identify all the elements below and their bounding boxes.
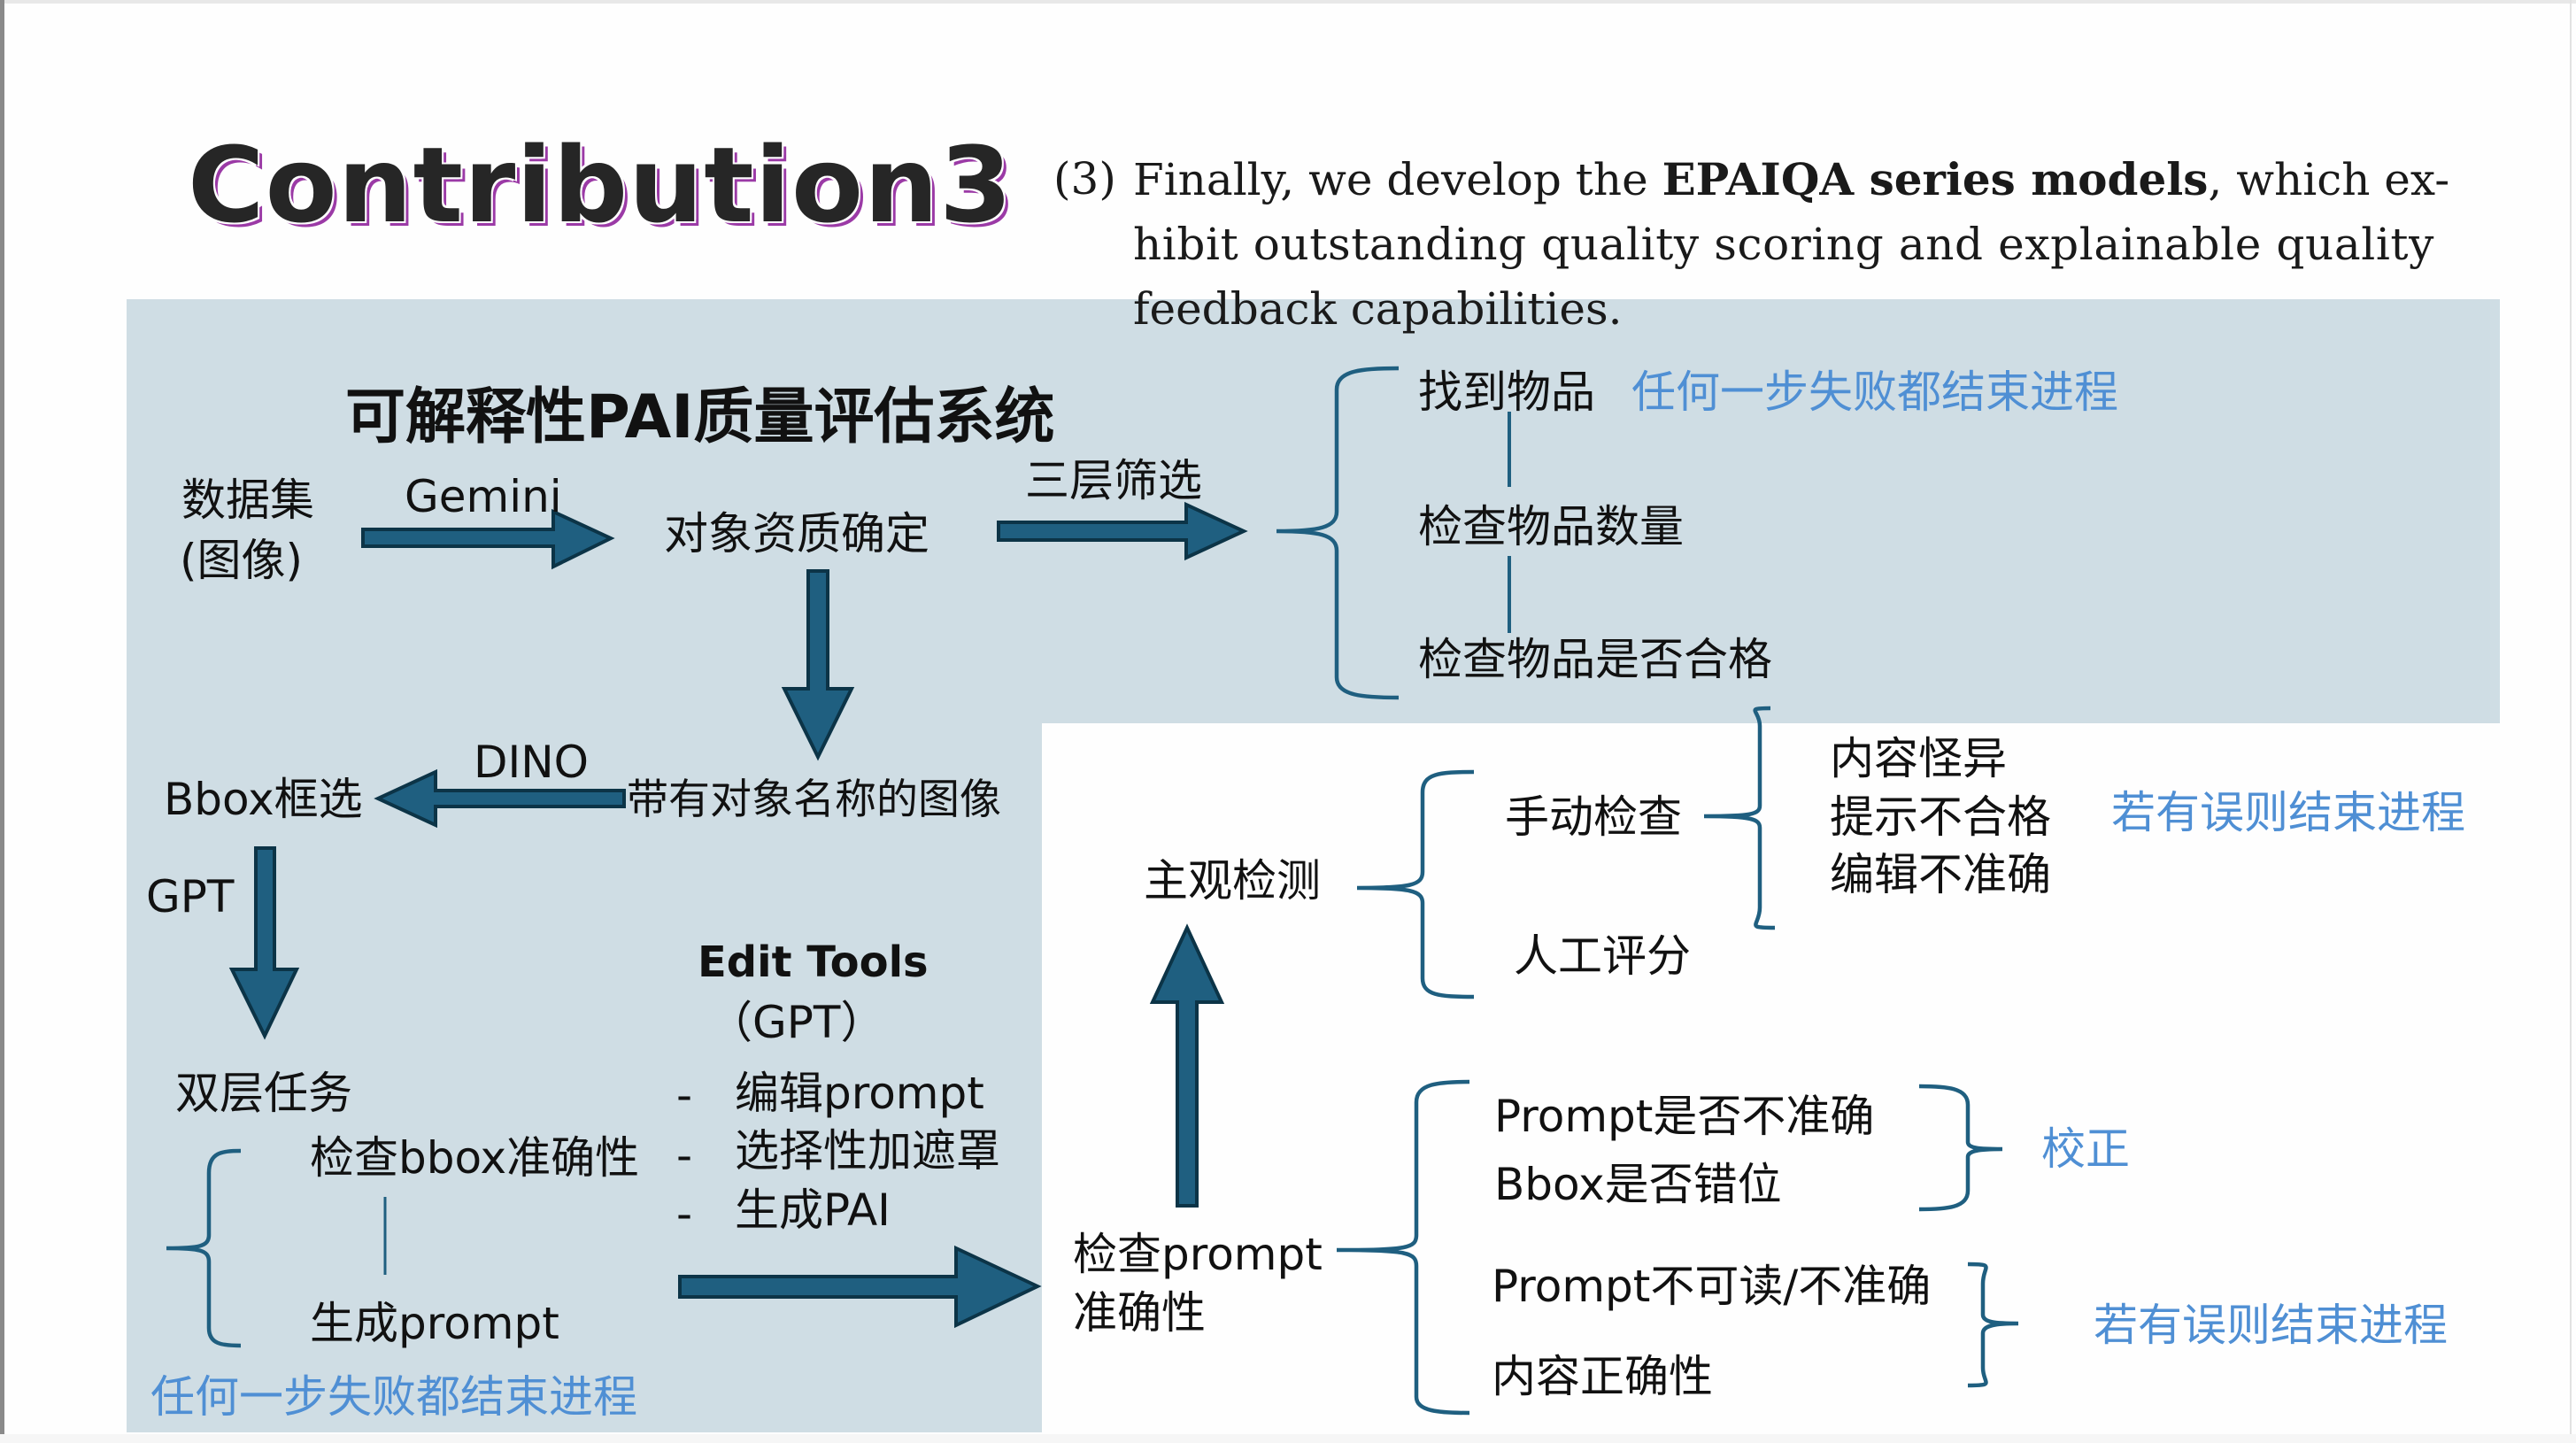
paragraph-number: (3) (1053, 153, 1116, 204)
brace-dual-task (166, 1148, 242, 1348)
image-with-names-node: 带有对象名称的图像 (627, 776, 1001, 824)
window-bottom-border (0, 1434, 2576, 1443)
filter-note: 任何一步失败都结束进程 (1631, 367, 2118, 418)
paragraph-text: , which ex- (2208, 154, 2450, 205)
gemini-label: Gemini (405, 471, 562, 522)
brace-manual-check (1703, 706, 1776, 930)
edit-tools-subtitle: （GPT） (708, 997, 885, 1048)
arrow-to-check-prompt (678, 1245, 1042, 1329)
subjective-detection-node: 主观检测 (1144, 855, 1321, 907)
arrow-gpt (228, 846, 300, 1040)
window-right-border (2570, 0, 2572, 1443)
window-top-border (0, 0, 2576, 4)
bbox-filter-node: Bbox框选 (164, 774, 363, 825)
paragraph-body: Finally, we develop the EPAIQA series mo… (1133, 147, 2449, 342)
brace-group1 (1918, 1084, 2003, 1212)
paragraph-line-1: Finally, we develop the EPAIQA series mo… (1133, 147, 2449, 212)
brace-check-prompt (1336, 1079, 1470, 1416)
window-left-border (0, 0, 4, 1443)
human-scoring-node: 人工评分 (1514, 930, 1691, 982)
arrow-gemini (361, 508, 615, 570)
check-prompt-node: 检查prompt (1073, 1229, 1323, 1280)
arrow-down-to-image (781, 569, 855, 761)
manual-check-item-1: 内容怪异 (1830, 733, 2007, 784)
object-qualification-node: 对象资质确定 (664, 508, 929, 559)
check-prompt-node-line2: 准确性 (1073, 1287, 1206, 1339)
correction-action: 校正 (2041, 1123, 2130, 1175)
filter-step-3: 检查物品是否合格 (1418, 634, 1772, 685)
gpt-label: GPT (146, 871, 235, 922)
three-layer-filter-label: 三层筛选 (1025, 455, 1202, 506)
dataset-label: 数据集 (181, 475, 314, 526)
diagram-heading: 可解释性PAI质量评估系统 (345, 382, 1055, 452)
paragraph-bold-text: EPAIQA series models (1662, 153, 2209, 205)
edit-tool-dash: - (676, 1130, 693, 1181)
dual-task-note: 任何一步失败都结束进程 (150, 1371, 637, 1423)
prompt-check-2: Bbox是否错位 (1494, 1159, 1782, 1210)
arrow-dino (374, 768, 626, 829)
brace-group2 (1967, 1262, 2019, 1388)
edit-tool-dash: - (676, 1069, 693, 1121)
dual-task-node: 双层任务 (175, 1068, 352, 1119)
prompt-check-3: Prompt不可读/不准确 (1492, 1261, 1932, 1312)
arrow-three-layer-filter (997, 501, 1248, 561)
diagram-panel-left (127, 299, 1042, 1432)
manual-check-item-3: 编辑不准确 (1830, 849, 2051, 900)
dino-label: DINO (474, 737, 590, 788)
dataset-sublabel: (图像) (180, 535, 304, 586)
brace-filter-steps (1276, 366, 1400, 700)
terminate-note-2: 若有误则结束进程 (2094, 1300, 2448, 1351)
edit-tool-item: 选择性加遮罩 (735, 1125, 1000, 1177)
edit-tool-item: 编辑prompt (735, 1068, 984, 1119)
paragraph-line-2: hibit outstanding quality scoring and ex… (1133, 219, 2434, 270)
arrow-up-to-subjective (1149, 923, 1225, 1208)
prompt-check-4: 内容正确性 (1492, 1351, 1713, 1402)
dual-task-step-2: 生成prompt (310, 1298, 559, 1349)
terminate-note-1: 若有误则结束进程 (2111, 787, 2465, 838)
filter-step-2: 检查物品数量 (1418, 501, 1684, 552)
prompt-check-1: Prompt是否不准确 (1494, 1091, 1875, 1142)
edit-tool-item: 生成PAI (735, 1184, 891, 1236)
edit-tools-title: Edit Tools (698, 938, 929, 987)
paragraph-text: Finally, we develop the (1133, 154, 1662, 205)
brace-subjective (1356, 769, 1475, 999)
slide-title: Contribution3 (188, 124, 1014, 246)
edit-tool-dash: - (676, 1188, 693, 1239)
manual-check-node: 手动检查 (1505, 791, 1682, 843)
paragraph-line-3: feedback capabilities. (1133, 283, 1623, 335)
manual-check-item-2: 提示不合格 (1830, 791, 2051, 843)
dual-task-step-1: 检查bbox准确性 (310, 1132, 640, 1184)
filter-step-1: 找到物品 (1418, 367, 1595, 418)
